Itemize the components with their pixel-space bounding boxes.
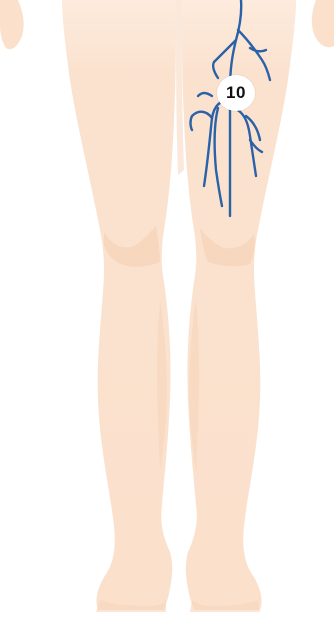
left-hand (0, 0, 24, 49)
right-hand (312, 0, 334, 47)
vein-marker-badge[interactable]: 10 (217, 75, 255, 111)
vein-marker-label: 10 (226, 83, 246, 103)
left-leg (62, 0, 176, 610)
